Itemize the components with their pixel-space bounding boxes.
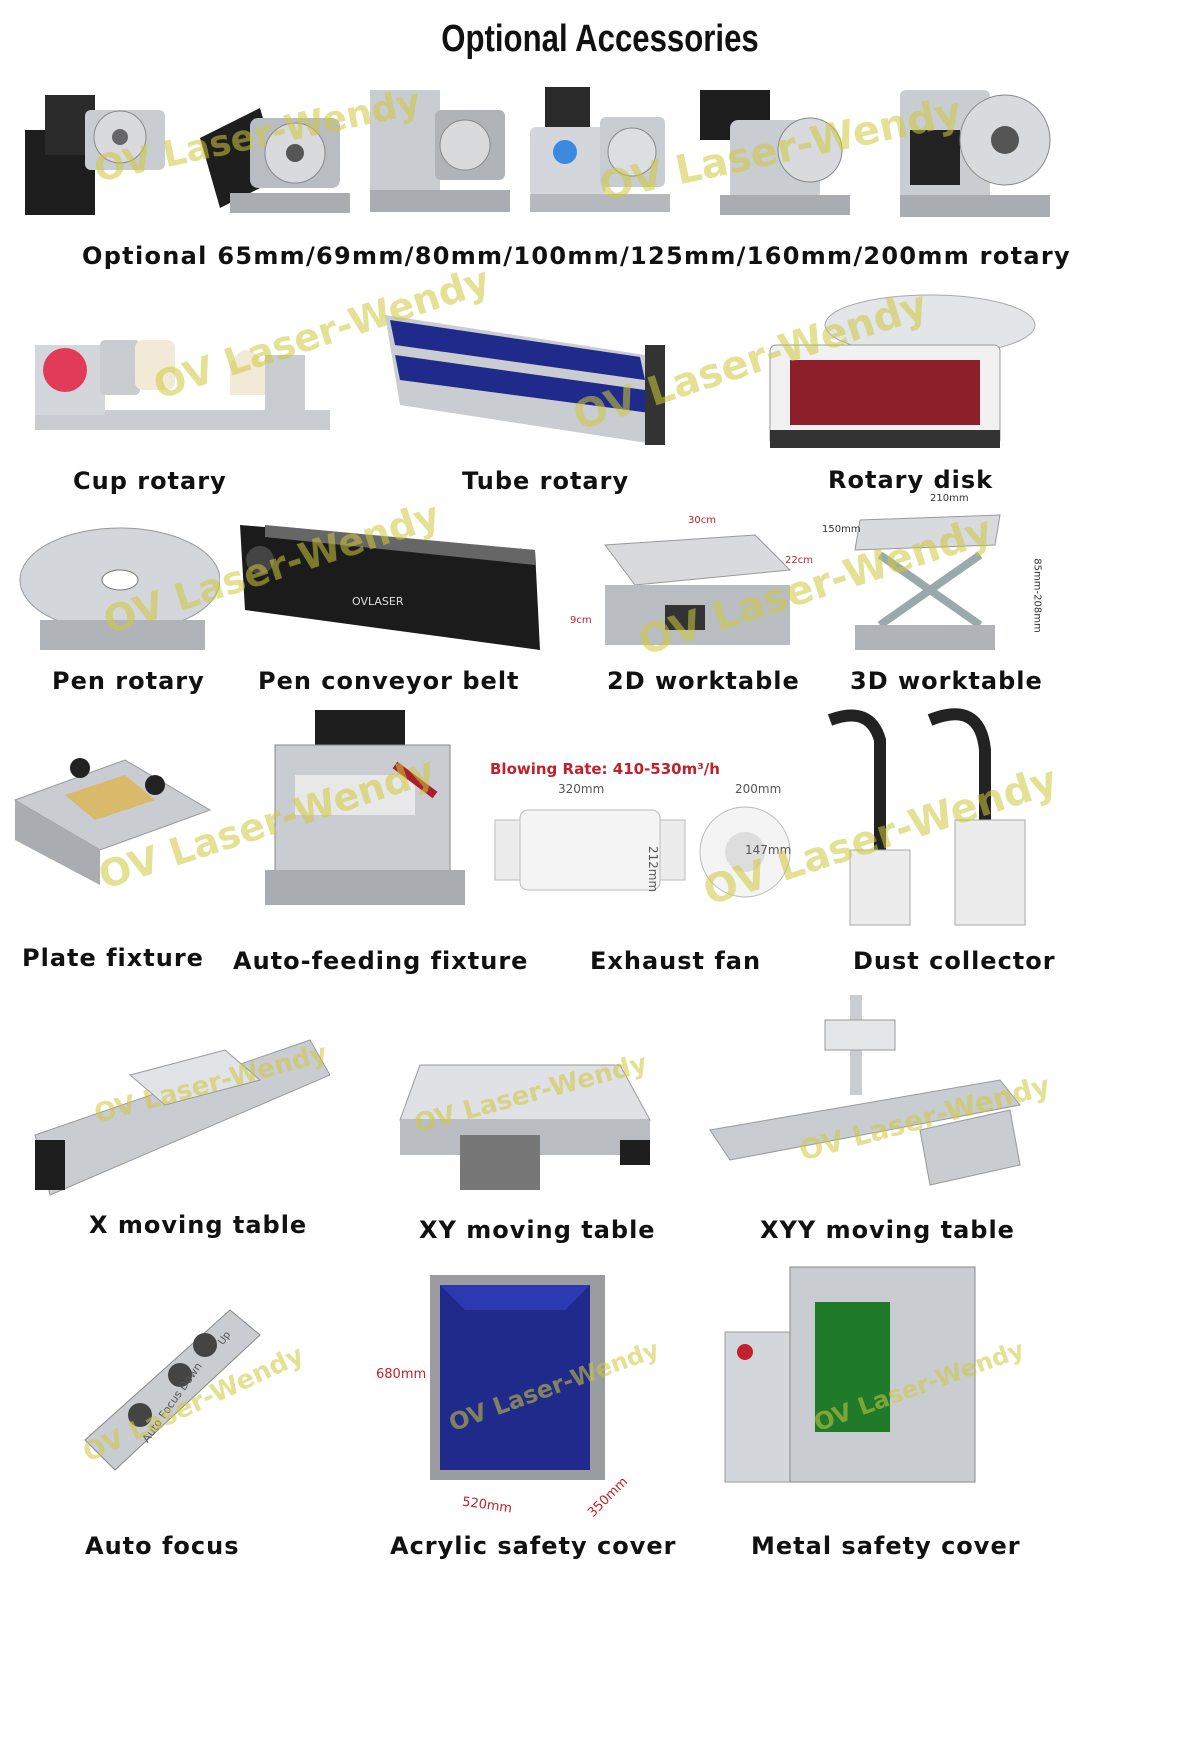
worktable-3d-image xyxy=(820,505,1020,665)
rotary-125mm-image xyxy=(690,80,870,220)
rotary-65mm-image xyxy=(15,75,175,220)
caption-xy-moving-table: XY moving table xyxy=(419,1216,656,1244)
auto-focus-image xyxy=(80,1300,265,1490)
caption-cup-rotary: Cup rotary xyxy=(73,467,227,495)
cup-rotary-image xyxy=(15,315,335,435)
rotary-100mm-image xyxy=(520,82,680,217)
plate-fixture-image xyxy=(5,740,215,890)
exhaust-fan-image xyxy=(490,790,795,910)
pen-conveyor-image xyxy=(235,515,550,655)
fan-inner-diameter: 147mm xyxy=(745,843,792,857)
x-moving-table-image xyxy=(30,1020,330,1200)
dust-collector-image xyxy=(810,700,1030,930)
rotary-disk-image xyxy=(760,290,1040,455)
caption-rotary-disk: Rotary disk xyxy=(828,466,994,494)
rotary-80mm-image xyxy=(365,80,515,220)
dim-3d-height: 85mm-208mm xyxy=(1031,558,1043,633)
fan-blowing-rate: Blowing Rate: 410-530m³/h xyxy=(490,760,720,778)
metal-cover-image xyxy=(720,1262,1005,1492)
dim-3d-depth: 150mm xyxy=(822,524,861,535)
rotary-200mm-image xyxy=(885,75,1055,225)
caption-metal-cover: Metal safety cover xyxy=(751,1532,1021,1560)
caption-tube-rotary: Tube rotary xyxy=(462,467,630,495)
conveyor-brand-label: OVLASER xyxy=(352,595,404,608)
caption-xyy-moving-table: XYY moving table xyxy=(760,1216,1015,1244)
fan-diameter: 200mm xyxy=(735,782,782,796)
rotary-69mm-image xyxy=(190,78,360,223)
dim-2d-height: 9cm xyxy=(570,615,592,626)
caption-2d-worktable: 2D worktable xyxy=(607,667,800,695)
caption-auto-focus: Auto focus xyxy=(85,1532,240,1560)
xyy-moving-table-image xyxy=(700,990,1025,1190)
acrylic-cover-image xyxy=(425,1270,610,1485)
caption-3d-worktable: 3D worktable xyxy=(850,667,1043,695)
cover-width: 520mm xyxy=(461,1494,513,1517)
dim-2d-width: 30cm xyxy=(688,515,716,526)
caption-dust-collector: Dust collector xyxy=(853,947,1056,975)
caption-auto-feeding: Auto-feeding fixture xyxy=(233,947,529,975)
xy-moving-table-image xyxy=(390,1045,655,1195)
caption-rotary-sizes: Optional 65mm/69mm/80mm/100mm/125mm/160m… xyxy=(82,242,1071,270)
tube-rotary-image xyxy=(375,285,675,455)
caption-acrylic-cover: Acrylic safety cover xyxy=(390,1532,677,1560)
caption-exhaust-fan: Exhaust fan xyxy=(590,947,762,975)
cover-height: 680mm xyxy=(376,1367,427,1382)
caption-pen-rotary: Pen rotary xyxy=(52,667,205,695)
caption-x-moving-table: X moving table xyxy=(89,1211,308,1239)
worktable-2d-image xyxy=(585,525,810,650)
page-title: Optional Accessories xyxy=(441,18,759,60)
fan-height: 212mm xyxy=(646,845,661,893)
dim-2d-depth: 22cm xyxy=(785,555,813,566)
pen-rotary-image xyxy=(15,520,220,660)
caption-pen-conveyor: Pen conveyor belt xyxy=(258,667,520,695)
auto-feeding-image xyxy=(255,705,470,910)
fan-length: 320mm xyxy=(558,782,605,796)
dim-3d-width: 210mm xyxy=(930,493,969,504)
caption-plate-fixture: Plate fixture xyxy=(22,944,204,972)
